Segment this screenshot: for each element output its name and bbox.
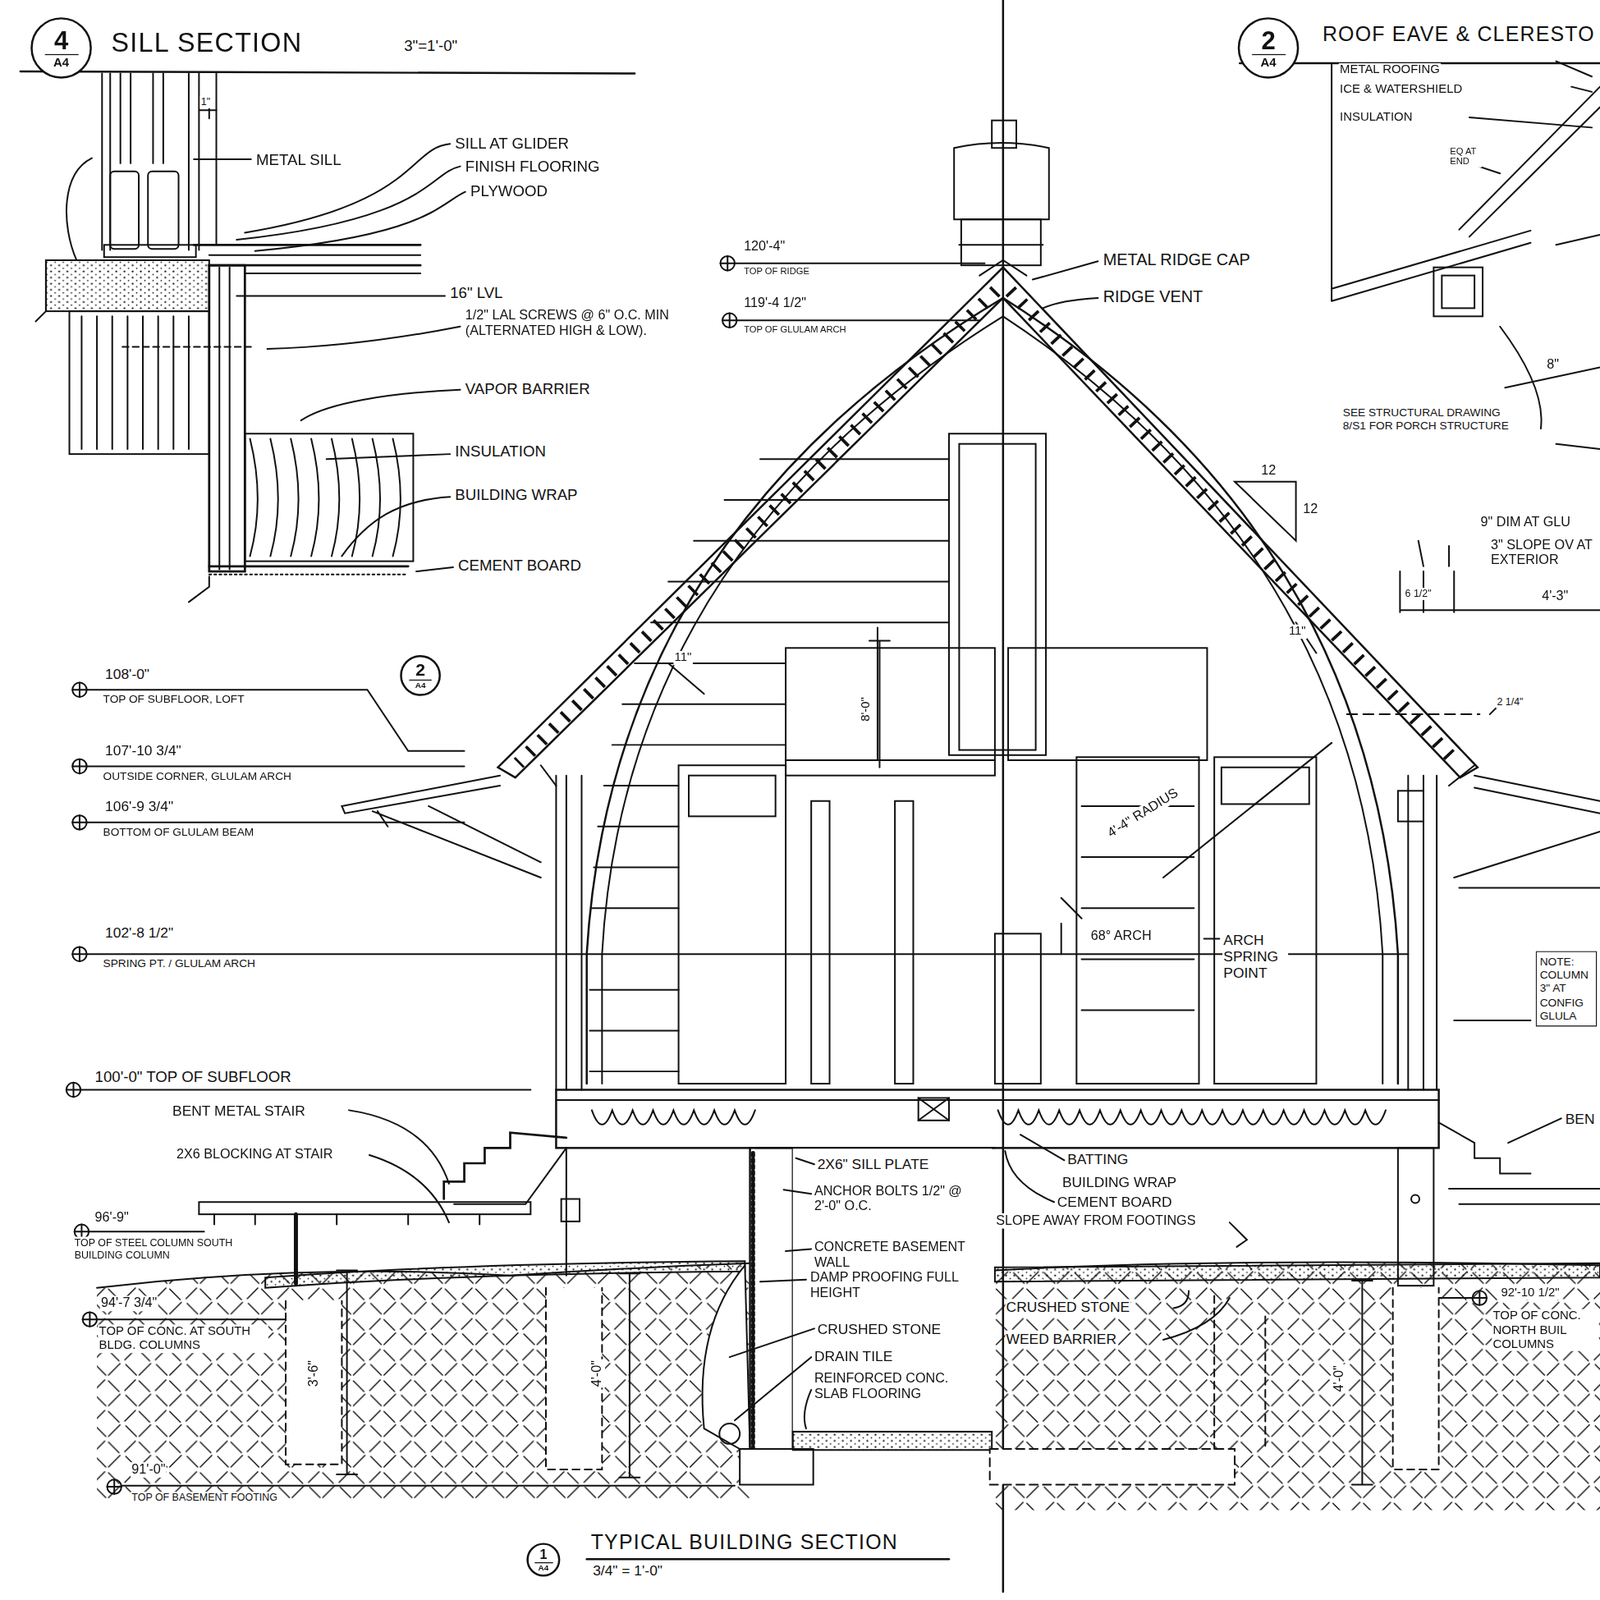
annotation-label: 102'-8 1/2"	[104, 924, 175, 941]
annotation-label: TYPICAL BUILDING SECTION	[589, 1530, 899, 1555]
annotation-label: TOP OF BASEMENT FOOTING	[130, 1491, 279, 1504]
annotation-label: BOTTOM OF GLULAM BEAM	[101, 825, 255, 839]
annotation-label: 4'-0"	[589, 1359, 606, 1389]
annotation-label: EQ AT END	[1448, 146, 1482, 168]
annotation-label: SEE STRUCTURAL DRAWING 8/S1 FOR PORCH ST…	[1342, 406, 1528, 432]
annotation-label: 3'-6"	[306, 1359, 322, 1389]
annotation-label: 4'-0"	[1331, 1364, 1348, 1394]
annotation-label: 11"	[1288, 624, 1307, 639]
annotation-label: BATTING	[1066, 1150, 1130, 1168]
annotation-label: 9" DIM AT GLU	[1479, 515, 1572, 532]
annotation-label: 11"	[673, 651, 693, 665]
annotation-label: 12	[1260, 463, 1277, 479]
sheet-number: A4	[44, 54, 78, 69]
annotation-label: 2 1/4"	[1495, 696, 1525, 708]
annotation-label: CRUSHED STONE	[816, 1320, 942, 1337]
annotation-label: BUILDING WRAP	[453, 485, 579, 504]
annotation-label: 2X6" SILL PLATE	[816, 1155, 930, 1173]
annotation-label: SILL AT GLIDER	[453, 134, 570, 152]
annotation-label: 100'-0" TOP OF SUBFLOOR	[93, 1067, 293, 1085]
sheet-number: A4	[1251, 54, 1286, 69]
annotation-label: 4'-4" RADIUS	[1104, 784, 1183, 842]
note-text: NOTE: COLUMN 3" AT CONFIG GLULA	[1540, 954, 1594, 1023]
annotation-label: CEMENT BOARD	[457, 555, 583, 574]
annotation-label: FINISH FLOORING	[464, 156, 601, 175]
callout-circle: 1A4	[526, 1542, 560, 1577]
annotation-label: 68° ARCH	[1090, 928, 1153, 945]
annotation-label: 4'-3"	[1540, 588, 1570, 605]
annotation-label: RIDGE VENT	[1101, 288, 1204, 308]
annotation-label: TOP OF STEEL COLUMN SOUTH BUILDING COLUM…	[73, 1236, 270, 1261]
annotation-label: 106'-9 3/4"	[104, 797, 175, 815]
annotation-label: INSULATION	[1338, 110, 1414, 124]
annotation-label: 8"	[1545, 357, 1560, 373]
annotation-label: BEN	[1563, 1109, 1596, 1127]
annotation-label: 108'-0"	[104, 664, 151, 682]
annotation-label: INSULATION	[453, 441, 547, 459]
annotation-label: BUILDING WRAP	[1061, 1173, 1179, 1190]
annotation-label: 120'-4"	[742, 238, 787, 255]
annotation-label: PLYWOOD	[469, 181, 549, 199]
callout-circle: 2A4	[399, 655, 441, 697]
annotation-label: 6 1/2"	[1403, 587, 1433, 600]
annotation-label: 12	[1302, 502, 1319, 519]
annotation-label: TOP OF CONC. NORTH BUIL COLUMNS	[1491, 1309, 1600, 1352]
annotation-label: 3"=1'-0"	[403, 36, 459, 55]
annotation-label: 3" SLOPE OV AT EXTERIOR	[1489, 537, 1600, 569]
annotation-label: 16" LVL	[449, 284, 505, 302]
annotation-label: 91'-0"	[130, 1462, 167, 1478]
annotation-label: SILL SECTION	[110, 28, 303, 60]
annotation-label: WEED BARRIER	[1004, 1330, 1118, 1348]
annotation-label: 96'-9"	[93, 1210, 130, 1226]
annotation-label: TOP OF SUBFLOOR, LOFT	[101, 692, 245, 707]
annotation-label: METAL SILL	[255, 151, 343, 169]
annotation-label: DRAIN TILE	[813, 1347, 894, 1365]
callout-number: 2	[415, 660, 426, 679]
annotation-label: CEMENT BOARD	[1055, 1193, 1173, 1211]
callout-circle: 4A4	[30, 17, 92, 79]
annotation-label: 1"	[200, 96, 212, 108]
annotation-label: 3/4" = 1'-0"	[591, 1562, 664, 1579]
note-box: NOTE: COLUMN 3" AT CONFIG GLULA	[1535, 950, 1598, 1027]
annotation-label: 119'-4 1/2"	[742, 295, 807, 312]
annotation-label: 107'-10 3/4"	[104, 742, 183, 759]
annotation-label: METAL ROOFING	[1338, 63, 1441, 78]
annotation-label: REINFORCED CONC. SLAB FLOORING	[813, 1371, 985, 1403]
callout-number: 4	[54, 27, 69, 54]
annotation-label: 2X6 BLOCKING AT STAIR	[175, 1146, 335, 1163]
callout-number: 2	[1260, 27, 1275, 54]
annotation-label: 92'-10 1/2"	[1499, 1285, 1561, 1300]
annotation-label: METAL RIDGE CAP	[1101, 251, 1252, 271]
annotation-label: ROOF EAVE & CLERESTO	[1321, 22, 1596, 46]
sheet-number: A4	[408, 679, 431, 690]
annotation-label: OUTSIDE CORNER, GLULAM ARCH	[101, 769, 293, 783]
annotation-label: VAPOR BARRIER	[464, 379, 592, 397]
callout-number: 1	[539, 1547, 547, 1561]
annotation-label: SPRING PT. / GLULAM ARCH	[101, 957, 257, 971]
annotation-label: 8'-0"	[859, 696, 874, 723]
annotation-label: 1/2" LAL SCREWS @ 6" O.C. MIN (ALTERNATE…	[464, 307, 687, 339]
annotation-label: CONCRETE BASEMENT WALL	[813, 1239, 985, 1270]
annotation-label: 94'-7 3/4"	[100, 1296, 159, 1312]
annotation-label: SLOPE AWAY FROM FOOTINGS	[994, 1213, 1197, 1229]
annotation-label: CRUSHED STONE	[1004, 1298, 1131, 1316]
annotation-label: TOP OF RIDGE	[742, 265, 811, 277]
annotation-label: TOP OF GLULAM ARCH	[742, 324, 848, 335]
callout-circle: 2A4	[1237, 17, 1300, 79]
annotation-label: ICE & WATERSHIELD	[1338, 82, 1464, 97]
annotation-label: BENT METAL STAIR	[171, 1101, 307, 1119]
annotation-label: TOP OF CONC. AT SOUTH BLDG. COLUMNS	[97, 1324, 269, 1353]
annotation-label: DAMP PROOFING FULL HEIGHT	[809, 1270, 965, 1302]
sheet-number: A4	[534, 1561, 553, 1572]
annotation-label: ARCH SPRING POINT	[1222, 931, 1289, 982]
annotation-label: ANCHOR BOLTS 1/2" @ 2'-0" O.C.	[813, 1183, 979, 1215]
